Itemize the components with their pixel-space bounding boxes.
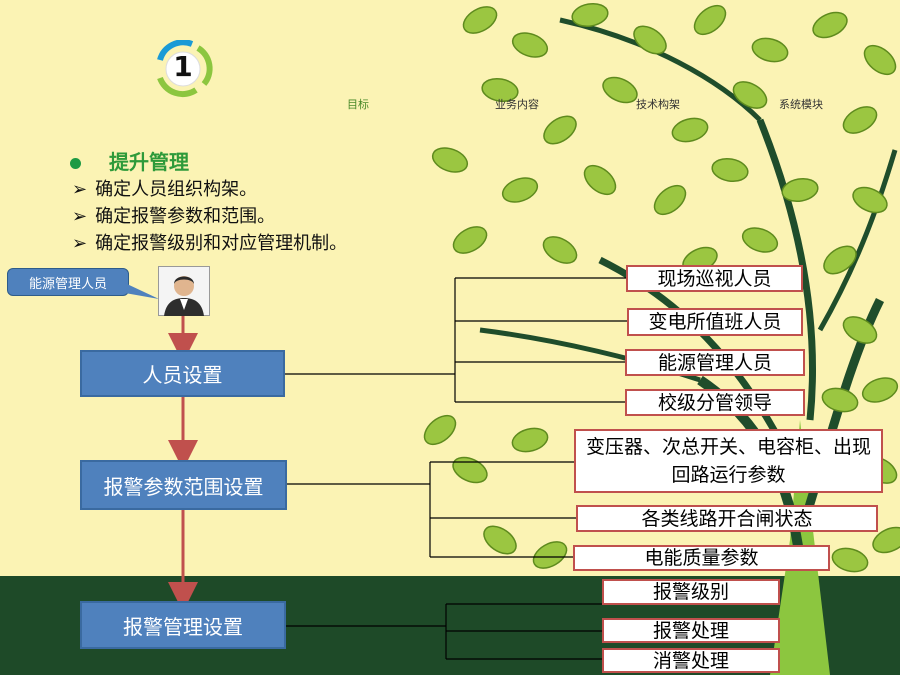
nav-item-goal[interactable]: 目标	[347, 98, 369, 111]
target-box[interactable]: 能源管理人员	[625, 349, 805, 376]
target-box[interactable]: 校级分管领导	[625, 389, 805, 416]
nav-item-modules[interactable]: 系统模块	[779, 98, 823, 111]
callout-pointer	[125, 283, 159, 299]
target-box[interactable]: 现场巡视人员	[626, 265, 803, 292]
alarm-param-connectors	[287, 461, 576, 558]
bullet-item: ➢确定人员组织构架。	[72, 179, 258, 200]
personnel-connectors	[285, 277, 627, 403]
step-number: 1	[173, 50, 193, 83]
bullet-item: ➢确定报警参数和范围。	[72, 206, 276, 227]
arrow-bullet-icon: ➢	[72, 179, 88, 200]
step-badge-icon	[157, 40, 213, 97]
arrow-bullet-icon: ➢	[72, 206, 88, 227]
target-box[interactable]: 报警处理	[602, 618, 780, 643]
person-avatar-icon	[158, 266, 210, 316]
target-box[interactable]: 报警级别	[602, 579, 780, 605]
bullet-dot-icon	[70, 158, 81, 169]
bullet-item: ➢确定报警级别和对应管理机制。	[72, 233, 348, 254]
callout-label: 能源管理人员	[7, 268, 129, 296]
target-box[interactable]: 变电所值班人员	[627, 308, 803, 336]
target-box[interactable]: 变压器、次总开关、电容柜、出现回路运行参数	[574, 429, 883, 493]
arrow-bullet-icon: ➢	[72, 233, 88, 254]
personnel-setup-box[interactable]: 人员设置	[80, 350, 285, 397]
alarm-mgmt-setup-box[interactable]: 报警管理设置	[80, 601, 286, 649]
target-box[interactable]: 各类线路开合闸状态	[576, 505, 878, 532]
alarm-param-setup-box[interactable]: 报警参数范围设置	[80, 460, 287, 510]
nav-item-tech[interactable]: 技术构架	[636, 98, 680, 111]
section-heading: 提升管理	[70, 146, 189, 175]
target-box[interactable]: 电能质量参数	[573, 545, 830, 571]
target-box[interactable]: 消警处理	[602, 648, 780, 673]
nav-item-business[interactable]: 业务内容	[495, 98, 539, 111]
alarm-mgmt-connectors	[286, 603, 602, 660]
